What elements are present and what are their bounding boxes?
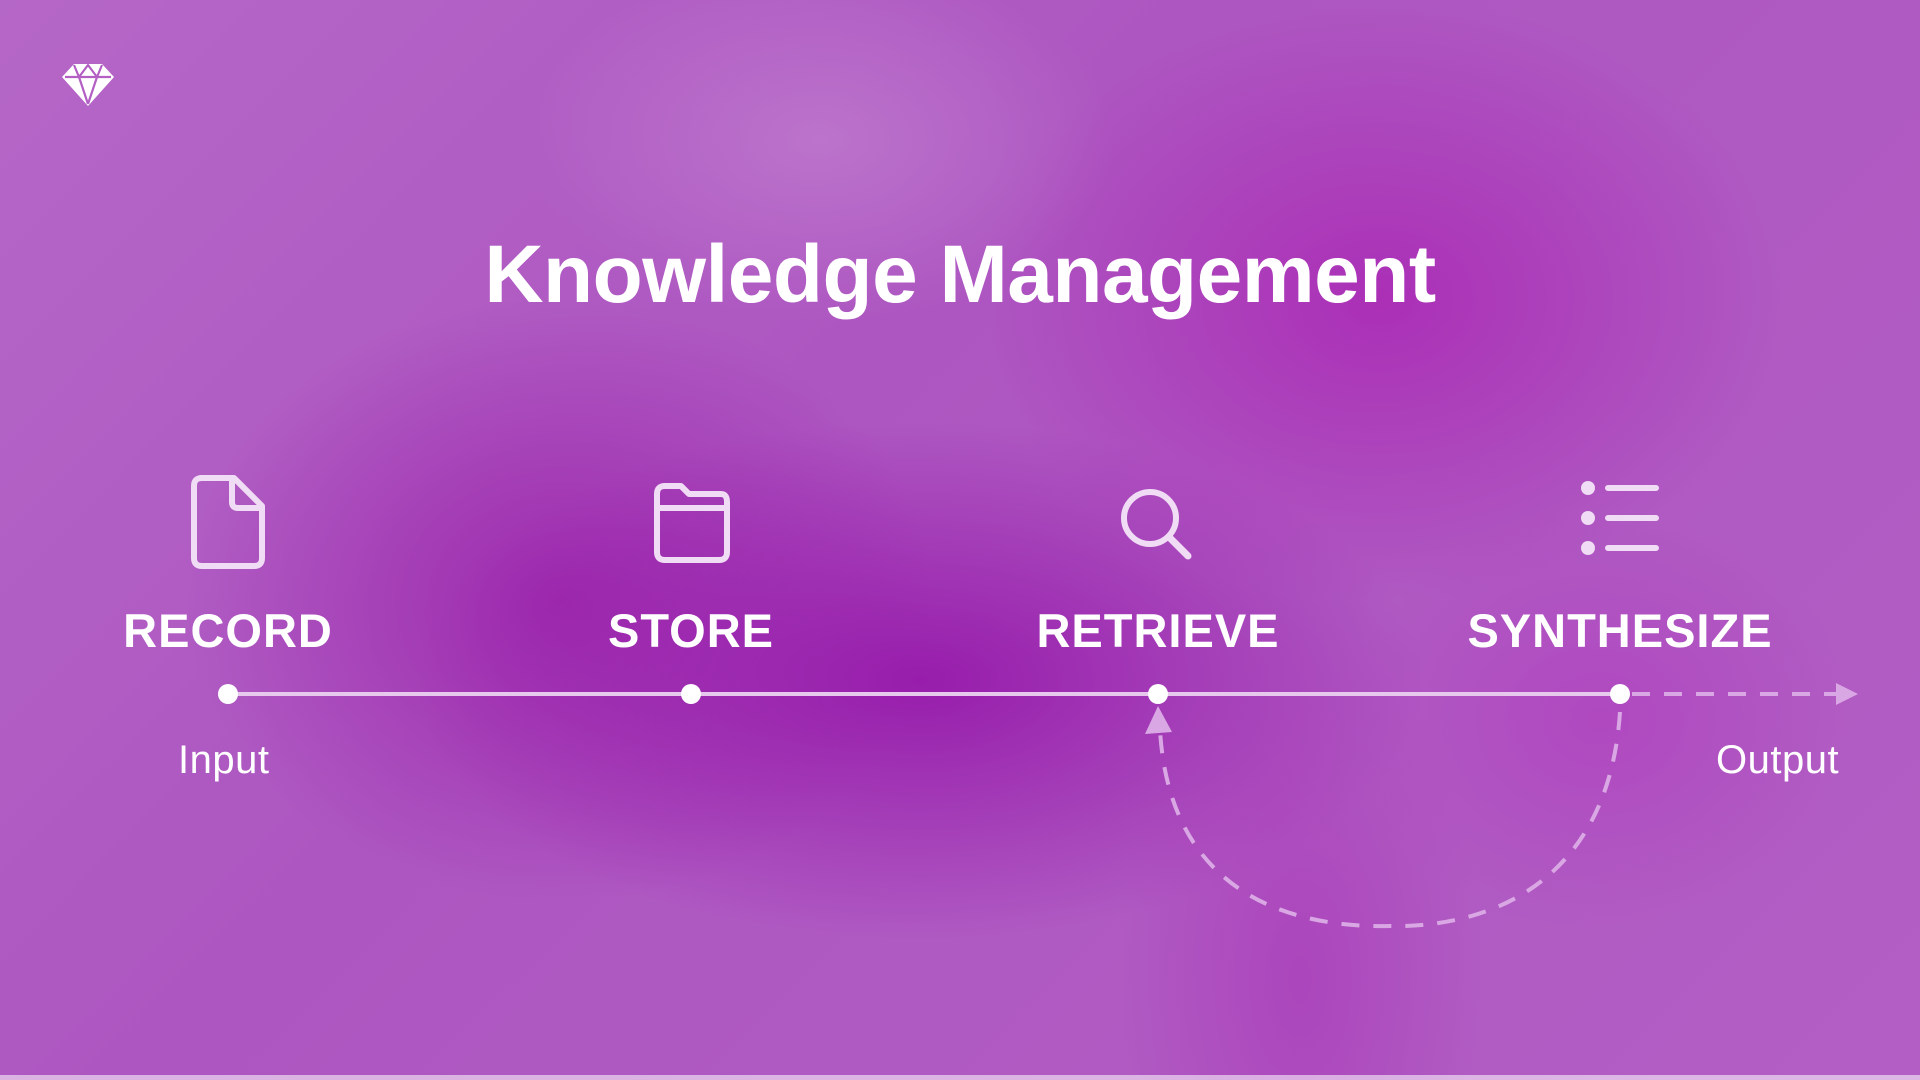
output-label: Output (1716, 738, 1840, 782)
node-synthesize (1610, 684, 1630, 704)
node-retrieve (1148, 684, 1168, 704)
node-store (681, 684, 701, 704)
diamond-logo-icon (62, 62, 114, 108)
folder-icon (651, 472, 731, 572)
search-icon (1118, 472, 1198, 572)
stage-label-store: STORE (607, 604, 775, 657)
stage-label-record: RECORD (123, 604, 333, 657)
stage-label-synthesize: SYNTHESIZE (1467, 604, 1773, 657)
output-arrowhead (1836, 683, 1858, 705)
stage-label-retrieve: RETRIEVE (1036, 604, 1280, 657)
list-icon (1580, 472, 1660, 572)
feedback-arrowhead (1145, 706, 1172, 734)
feedback-loop-arc (1158, 711, 1622, 929)
page-title: Knowledge Management (484, 229, 1436, 320)
node-record (218, 684, 238, 704)
input-label: Input (178, 738, 270, 782)
document-icon (188, 472, 268, 572)
